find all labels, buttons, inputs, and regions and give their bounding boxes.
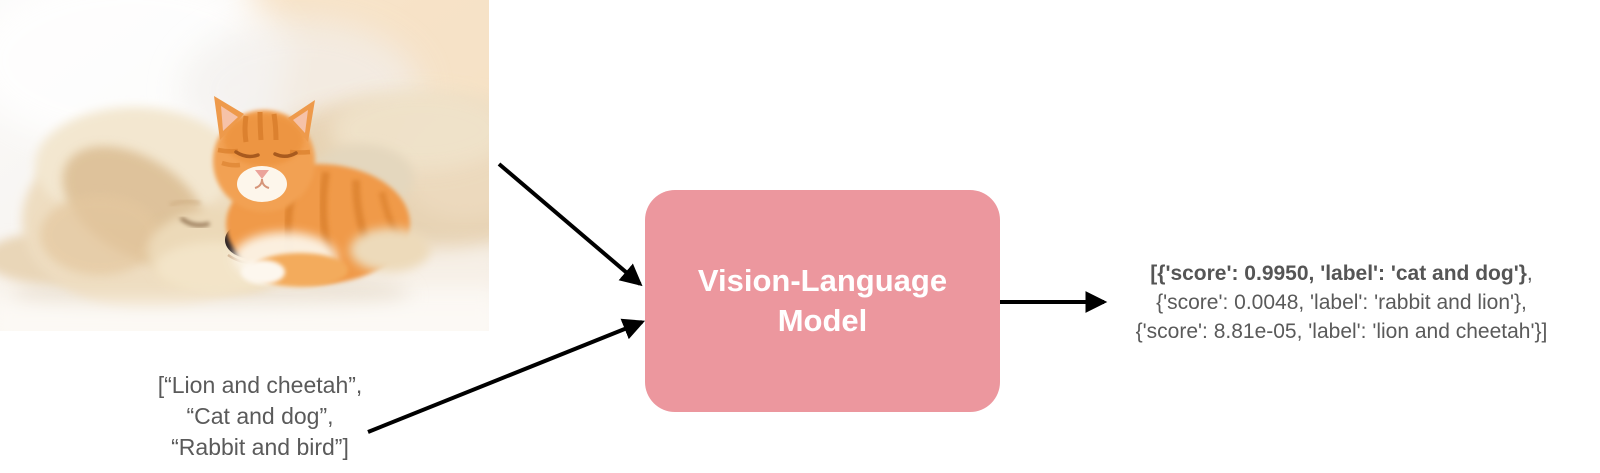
model-label-line-1: Vision-Language: [697, 263, 948, 298]
prompt-line-3: “Rabbit and bird”]: [171, 434, 349, 460]
prompt-line-2: “Cat and dog”,: [186, 403, 334, 429]
output-line-3: {'score': 8.81e-05, 'label': 'lion and c…: [1135, 320, 1548, 343]
input-image: [0, 0, 489, 331]
vision-language-model-node: Vision-Language Model: [645, 190, 1000, 412]
output-line-1-tail: ,: [1526, 262, 1533, 285]
model-label-line-2: Model: [777, 303, 868, 338]
output-line-2: {'score': 0.0048, 'label': 'rabbit and l…: [1156, 291, 1527, 314]
prediction-output-text: [{'score': 0.9950, 'label': 'cat and dog…: [1083, 259, 1600, 346]
candidate-labels-text: [“Lion and cheetah”, “Cat and dog”, “Rab…: [105, 370, 415, 463]
pets-photo-illustration: [0, 0, 489, 331]
output-line-1: [{'score': 0.9950, 'label': 'cat and dog…: [1083, 259, 1600, 288]
image-to-model-arrow: [497, 162, 643, 287]
output-top-score: [{'score': 0.9950, 'label': 'cat and dog…: [1150, 262, 1527, 285]
prompt-line-1: [“Lion and cheetah”,: [157, 372, 363, 398]
